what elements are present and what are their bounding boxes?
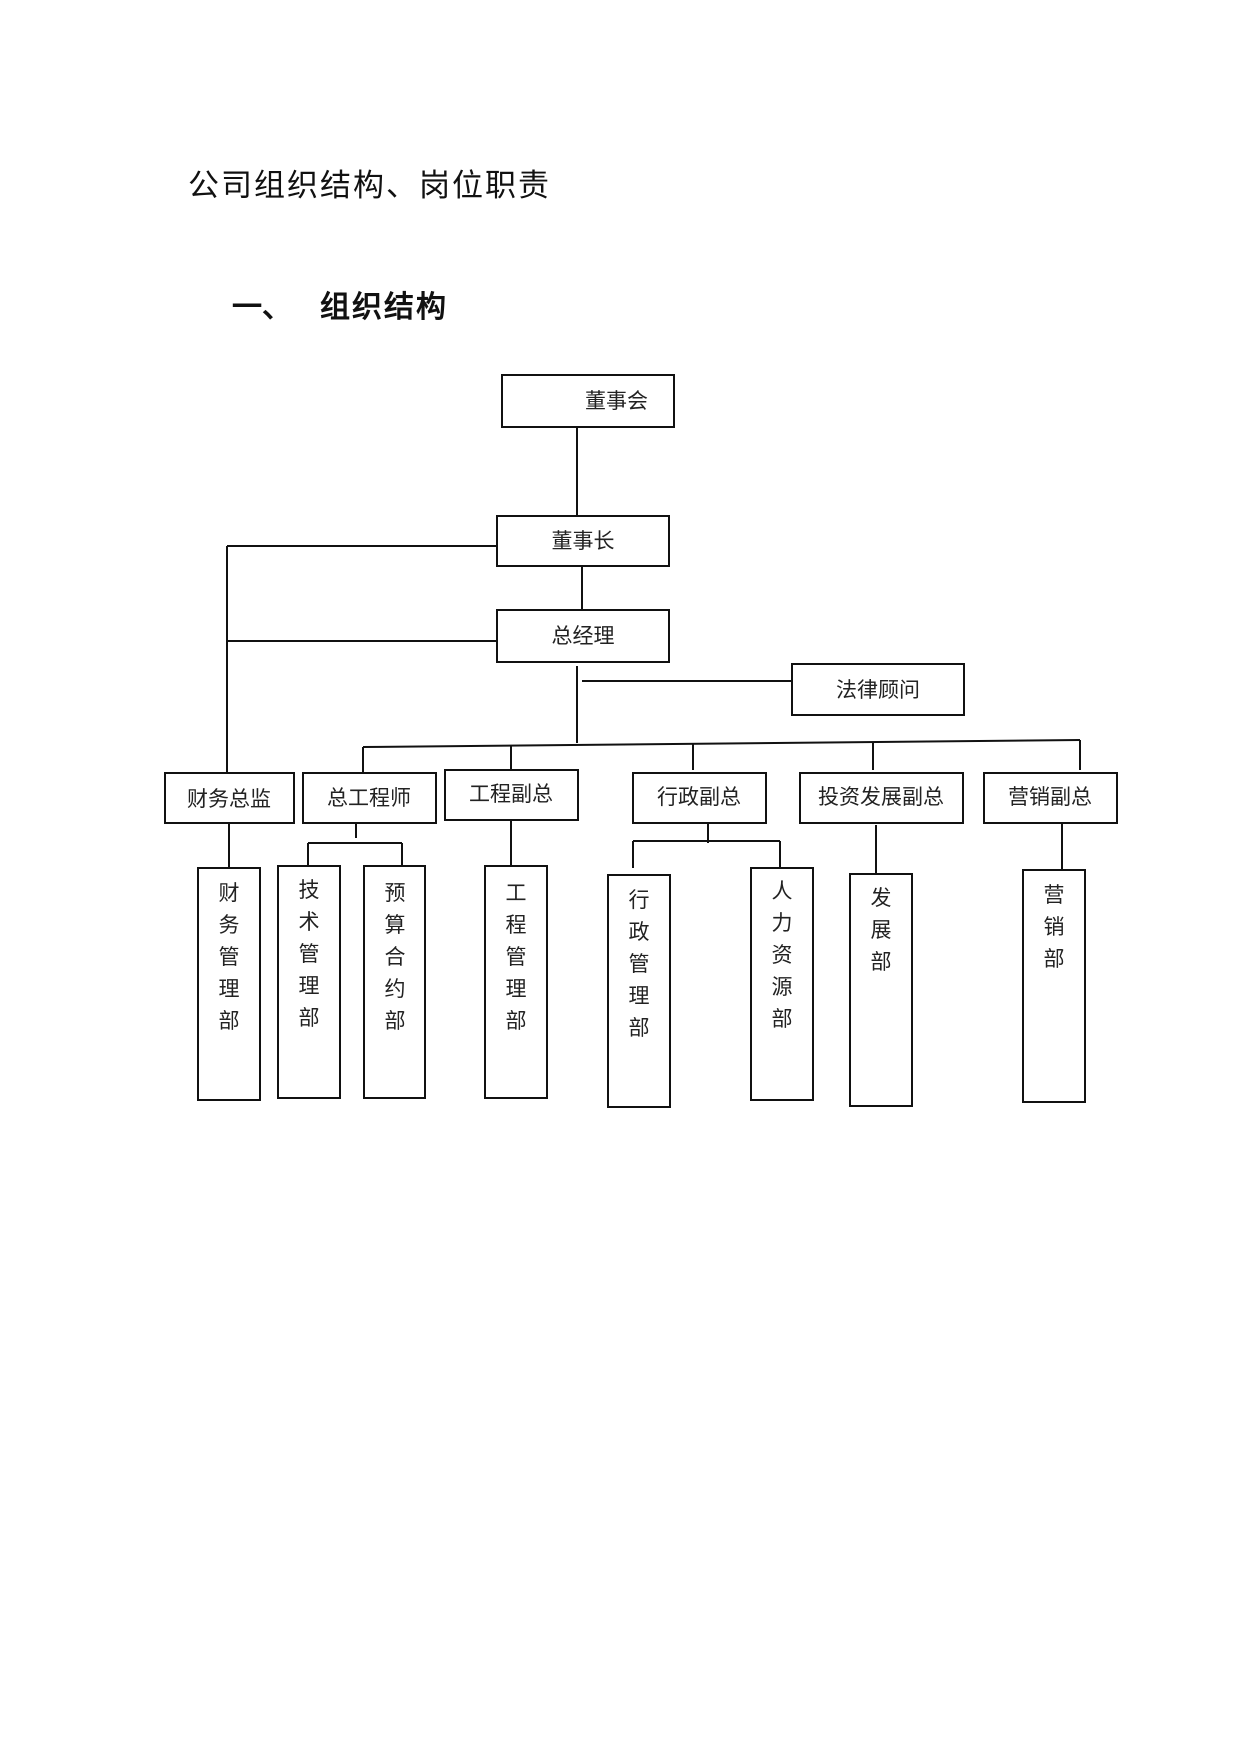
box-technical-dept: 技术管理部 xyxy=(277,865,341,1099)
box-finance-dept-label: 财务管理部 xyxy=(219,881,240,1033)
box-marketing-vp-label: 营销副总 xyxy=(1008,785,1092,809)
box-development-dept-label: 发展部 xyxy=(871,886,892,974)
box-cfo-label: 财务总监 xyxy=(187,787,271,811)
box-hr-dept: 人力资源部 xyxy=(750,867,814,1101)
box-board-label: 董事会 xyxy=(585,389,648,413)
box-marketing-vp: 营销副总 xyxy=(983,772,1118,824)
document-title: 公司组织结构、岗位职责 xyxy=(188,168,551,204)
connector-executive-bus xyxy=(362,739,1081,748)
section-number: 一、 xyxy=(232,290,292,325)
box-budget-dept: 预算合约部 xyxy=(363,865,426,1099)
box-budget-dept-label: 预算合约部 xyxy=(385,881,406,1033)
box-hr-dept-label: 人力资源部 xyxy=(772,879,793,1031)
box-admin-dept: 行政管理部 xyxy=(607,874,671,1108)
box-board: 董事会 xyxy=(501,374,675,428)
box-chief-engineer-label: 总工程师 xyxy=(327,786,411,810)
box-general-manager-label: 总经理 xyxy=(552,624,615,648)
box-engineering-vp-label: 工程副总 xyxy=(469,782,553,806)
box-chairman-label: 董事长 xyxy=(552,529,615,553)
box-finance-dept: 财务管理部 xyxy=(197,867,261,1101)
box-engineering-dept-label: 工程管理部 xyxy=(506,881,527,1033)
box-chairman: 董事长 xyxy=(496,515,670,567)
box-investment-vp: 投资发展副总 xyxy=(799,772,964,824)
box-admin-vp: 行政副总 xyxy=(632,772,767,824)
box-engineering-vp: 工程副总 xyxy=(444,769,579,821)
box-engineering-dept: 工程管理部 xyxy=(484,865,548,1099)
box-admin-dept-label: 行政管理部 xyxy=(629,888,650,1040)
box-marketing-dept-label: 营销部 xyxy=(1044,883,1065,971)
box-marketing-dept: 营销部 xyxy=(1022,869,1086,1103)
box-admin-vp-label: 行政副总 xyxy=(657,785,741,809)
box-legal-advisor: 法律顾问 xyxy=(791,663,965,716)
box-general-manager: 总经理 xyxy=(496,609,670,663)
box-development-dept: 发展部 xyxy=(849,873,913,1107)
box-cfo: 财务总监 xyxy=(164,772,295,824)
box-investment-vp-label: 投资发展副总 xyxy=(818,785,944,809)
box-legal-advisor-label: 法律顾问 xyxy=(836,678,920,702)
box-technical-dept-label: 技术管理部 xyxy=(299,878,320,1030)
org-chart-connectors xyxy=(226,427,1081,874)
section-title: 组织结构 xyxy=(320,290,448,325)
box-chief-engineer: 总工程师 xyxy=(302,772,437,824)
